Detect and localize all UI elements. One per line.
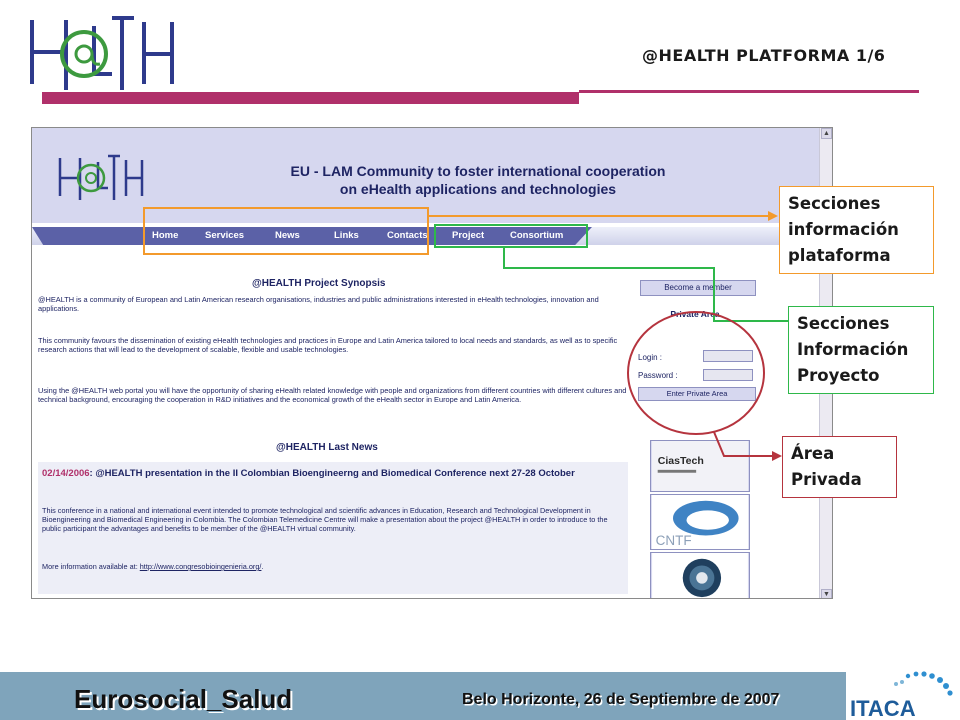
nav-home[interactable]: Home [152, 230, 179, 241]
login-field[interactable] [703, 350, 753, 362]
callout-info-plataforma: Secciones información plataforma [779, 186, 934, 274]
callout-proyecto-line2: Información [797, 340, 909, 359]
arrow-line-red [713, 431, 772, 457]
synopsis-title: @HEALTH Project Synopsis [252, 278, 386, 289]
arrow-head-orange [768, 211, 778, 221]
callout-proyecto-line1: Secciones [797, 314, 890, 333]
footer-right-text: Belo Horizonte, 26 de Septiembre de 2007 [462, 691, 780, 708]
become-member-button[interactable]: Become a member [640, 280, 756, 296]
nav-services[interactable]: Services [205, 230, 245, 241]
callout-info-proyecto: Secciones Información Proyecto [788, 306, 934, 394]
itaca-logo: ITACA [846, 668, 960, 720]
arrow-head-red [772, 451, 782, 461]
login-label: Login : [638, 353, 663, 362]
footer-bar [0, 672, 847, 720]
callout-area-privada: Área Privada [782, 436, 897, 498]
nav-contacts[interactable]: Contacts [387, 230, 428, 241]
itaca-logo-text: ITACA [850, 696, 916, 720]
health-logo [30, 16, 174, 90]
callout-plataforma-line1: Secciones [788, 194, 881, 213]
callout-plataforma-line2: información [788, 220, 899, 239]
synopsis-paragraph-3: Using the @HEALTH web portal you will ha… [38, 386, 627, 404]
nav-project[interactable]: Project [452, 230, 485, 241]
news-more-prefix: More information available at: [42, 562, 140, 571]
news-more-suffix: . [261, 562, 264, 571]
header-accent-line [579, 90, 919, 93]
callout-privada-line1: Área [791, 444, 835, 463]
footer-left-text: Eurosocial_Salud [74, 684, 293, 714]
password-label: Password : [638, 371, 678, 380]
scroll-up-icon[interactable]: ▲ [821, 128, 832, 139]
private-area-panel: Private Area Login : Password : Enter Pr… [632, 303, 758, 405]
sponsor-seal-logo[interactable] [650, 552, 750, 599]
news-headline: 02/14/2006: @HEALTH presentation in the … [42, 468, 622, 480]
svg-text:CiasTech: CiasTech [658, 455, 704, 467]
news-headline-text: : @HEALTH presentation in the II Colombi… [89, 468, 575, 479]
callout-privada-line2: Privada [791, 470, 862, 489]
nav-bar [32, 227, 592, 245]
callout-plataforma-line3: plataforma [788, 246, 891, 265]
enter-private-area-button[interactable]: Enter Private Area [638, 387, 756, 401]
private-area-title: Private Area [670, 309, 720, 319]
nav-highlight-orange [143, 207, 429, 255]
arrow-line-green [503, 247, 788, 322]
password-field[interactable] [703, 369, 753, 381]
news-more-link[interactable]: http://www.congresobioingenieria.org/ [139, 562, 262, 571]
svg-text:CNTF: CNTF [656, 533, 692, 548]
header-accent-bar [42, 92, 579, 104]
nav-news[interactable]: News [275, 230, 300, 241]
site-title: EU - LAM Community to foster internation… [218, 162, 738, 198]
sponsor-ciastech-logo[interactable]: CiasTech [650, 440, 750, 492]
scroll-down-icon[interactable]: ▼ [821, 589, 832, 598]
private-area-circle [627, 311, 765, 435]
news-box: 02/14/2006: @HEALTH presentation in the … [38, 462, 628, 594]
slide-title: @HEALTH PLATFORMA 1/6 [642, 46, 886, 65]
nav-highlight-green [434, 224, 588, 248]
sponsor-cntf-logo[interactable]: CNTF [650, 494, 750, 550]
synopsis-paragraph-2: This community favours the dissemination… [38, 336, 618, 354]
site-title-line1: EU - LAM Community to foster internation… [290, 163, 666, 179]
news-body: This conference in a national and intern… [42, 506, 608, 533]
site-nav: Home Services News Links Contacts Projec… [32, 227, 820, 245]
news-date: 02/14/2006 [42, 468, 90, 479]
synopsis-paragraph-1: @HEALTH is a community of European and L… [38, 295, 599, 313]
news-more-info: More information available at: http://ww… [42, 562, 622, 571]
site-title-line2: on eHealth applications and technologies [339, 181, 617, 197]
website-screenshot: EU - LAM Community to foster internation… [31, 127, 833, 599]
nav-consortium[interactable]: Consortium [510, 230, 564, 241]
site-logo[interactable] [56, 154, 146, 204]
callout-proyecto-line3: Proyecto [797, 366, 880, 385]
nav-links[interactable]: Links [334, 230, 359, 241]
news-title: @HEALTH Last News [276, 442, 378, 453]
